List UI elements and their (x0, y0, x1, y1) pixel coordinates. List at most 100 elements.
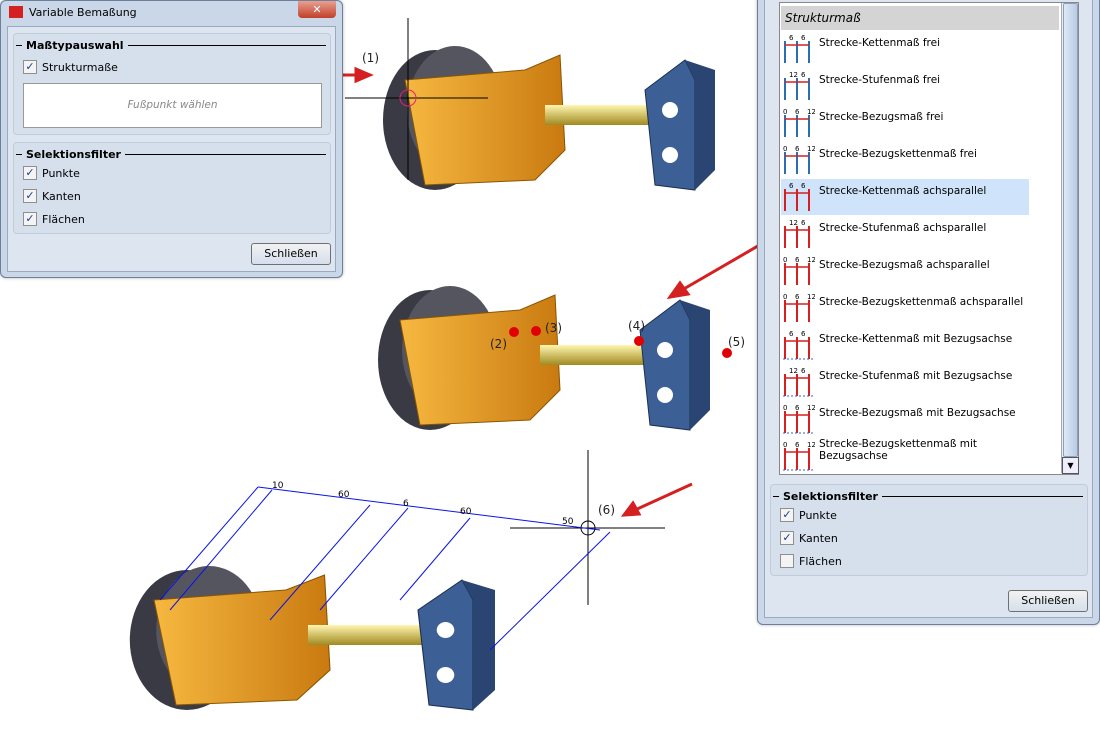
icon-number: 0 (783, 404, 787, 412)
filter-faces-checkbox[interactable]: Flächen (780, 552, 842, 570)
list-item-label: Strecke-Kettenmaß frei (819, 37, 941, 49)
icon-number: 12 (807, 441, 815, 449)
dialog-body: Maßtypauswahl ✓ Strukturmaße Fußpunkt wäh… (7, 26, 336, 272)
prompt-field[interactable]: Fußpunkt wählen (23, 83, 322, 128)
annotation-1: (1) (362, 51, 379, 65)
icon-number: 6 (795, 293, 800, 301)
dimension-label: 6 (403, 499, 409, 509)
group-title: Selektionsfilter (16, 148, 326, 161)
icon-number: 0 (783, 108, 787, 116)
annotation-2: (2) (490, 337, 507, 351)
icon-number: 12 (789, 219, 798, 227)
crosshair-1 (345, 18, 488, 180)
dialog-title: Variable Bemaßung (29, 6, 137, 19)
close-button[interactable]: ✕ (298, 1, 336, 18)
icon-number: 12 (789, 367, 798, 375)
icon-number: 6 (789, 34, 794, 42)
icon-number: 6 (795, 256, 800, 264)
group-title: Maßtypauswahl (16, 39, 326, 52)
scroll-down-icon[interactable]: ▼ (1062, 457, 1079, 474)
icon-number: 12 (807, 145, 815, 153)
selection-filter-group: Selektionsfilter ✓Punkte ✓Kanten Flächen (770, 484, 1088, 576)
checkbox-label: Strukturmaße (42, 60, 118, 74)
list-item-label: Strecke-Stufenmaß achsparallel (819, 222, 987, 234)
dimension-lines (159, 486, 611, 651)
dimension-label: 10 (272, 481, 284, 491)
dimension-label: 50 (562, 517, 574, 527)
list-item-label: Strecke-Stufenmaß frei (819, 74, 941, 86)
checkbox-label: Punkte (42, 166, 80, 180)
checkbox-checked-icon: ✓ (780, 508, 794, 522)
icon-number: 6 (801, 34, 806, 42)
filter-edges-checkbox[interactable]: ✓Kanten (780, 529, 838, 547)
dimension-label: 60 (338, 490, 350, 500)
close-dialog-button[interactable]: Schließen (1008, 590, 1088, 612)
icon-number: 12 (789, 71, 798, 79)
list-item-label: Strecke-Bezugskettenmaß mit Bezugsachse (819, 438, 978, 462)
list-item-label: Strecke-Kettenmaß mit Bezugsachse (819, 333, 1013, 345)
checkbox-checked-icon: ✓ (23, 60, 37, 74)
filter-points-checkbox[interactable]: ✓Punkte (780, 506, 837, 524)
scrollbar[interactable]: ▼ (1061, 3, 1079, 474)
filter-faces-checkbox[interactable]: ✓Flächen (23, 210, 85, 228)
annotation-5: (5) (728, 335, 745, 349)
list-item-label: Strecke-Bezugsmaß achsparallel (819, 259, 990, 271)
filter-edges-checkbox[interactable]: ✓Kanten (23, 187, 81, 205)
checkbox-label: Flächen (799, 554, 842, 568)
checkbox-checked-icon: ✓ (23, 166, 37, 180)
icon-number: 6 (795, 108, 800, 116)
icon-number: 12 (807, 404, 815, 412)
assembly-top (382, 45, 716, 191)
icon-number: 6 (795, 441, 800, 449)
icon-number: 0 (783, 256, 787, 264)
variable-dimension-dialog: Variable Bemaßung ✕ Maßtypauswahl ✓ Struk… (0, 0, 343, 278)
crosshair-6 (510, 450, 665, 605)
list-item-label: Strecke-Bezugskettenmaß frei (819, 148, 977, 160)
scrollbar-thumb[interactable] (1063, 3, 1078, 457)
icon-number: 6 (789, 330, 794, 338)
list-item-label: Strecke-Bezugskettenmaß achsparallel (819, 296, 1024, 308)
checkbox-checked-icon: ✓ (23, 212, 37, 226)
icon-number: 6 (795, 404, 800, 412)
checkbox-checked-icon: ✓ (780, 531, 794, 545)
icon-number: 6 (801, 219, 806, 227)
structure-checkbox[interactable]: ✓ Strukturmaße (23, 58, 118, 76)
list-item-label: Strecke-Bezugsmaß mit Bezugsachse (819, 407, 1016, 419)
checkbox-checked-icon: ✓ (23, 189, 37, 203)
icon-number: 0 (783, 293, 787, 301)
group-title: Selektionsfilter (773, 490, 1083, 503)
filter-points-checkbox[interactable]: ✓ Punkte (23, 164, 80, 182)
icon-number: 0 (783, 441, 787, 449)
icon-number: 6 (801, 182, 806, 190)
app-icon (9, 6, 23, 18)
list-header: Strukturmaß (781, 6, 1059, 30)
close-dialog-button[interactable]: Schließen (251, 243, 331, 265)
list-item-label: Strecke-Stufenmaß mit Bezugsachse (819, 370, 1013, 382)
icon-number: 6 (801, 367, 806, 375)
dimension-label: 60 (460, 507, 472, 517)
pick-points (509, 326, 732, 358)
assembly-bottom (129, 565, 496, 711)
